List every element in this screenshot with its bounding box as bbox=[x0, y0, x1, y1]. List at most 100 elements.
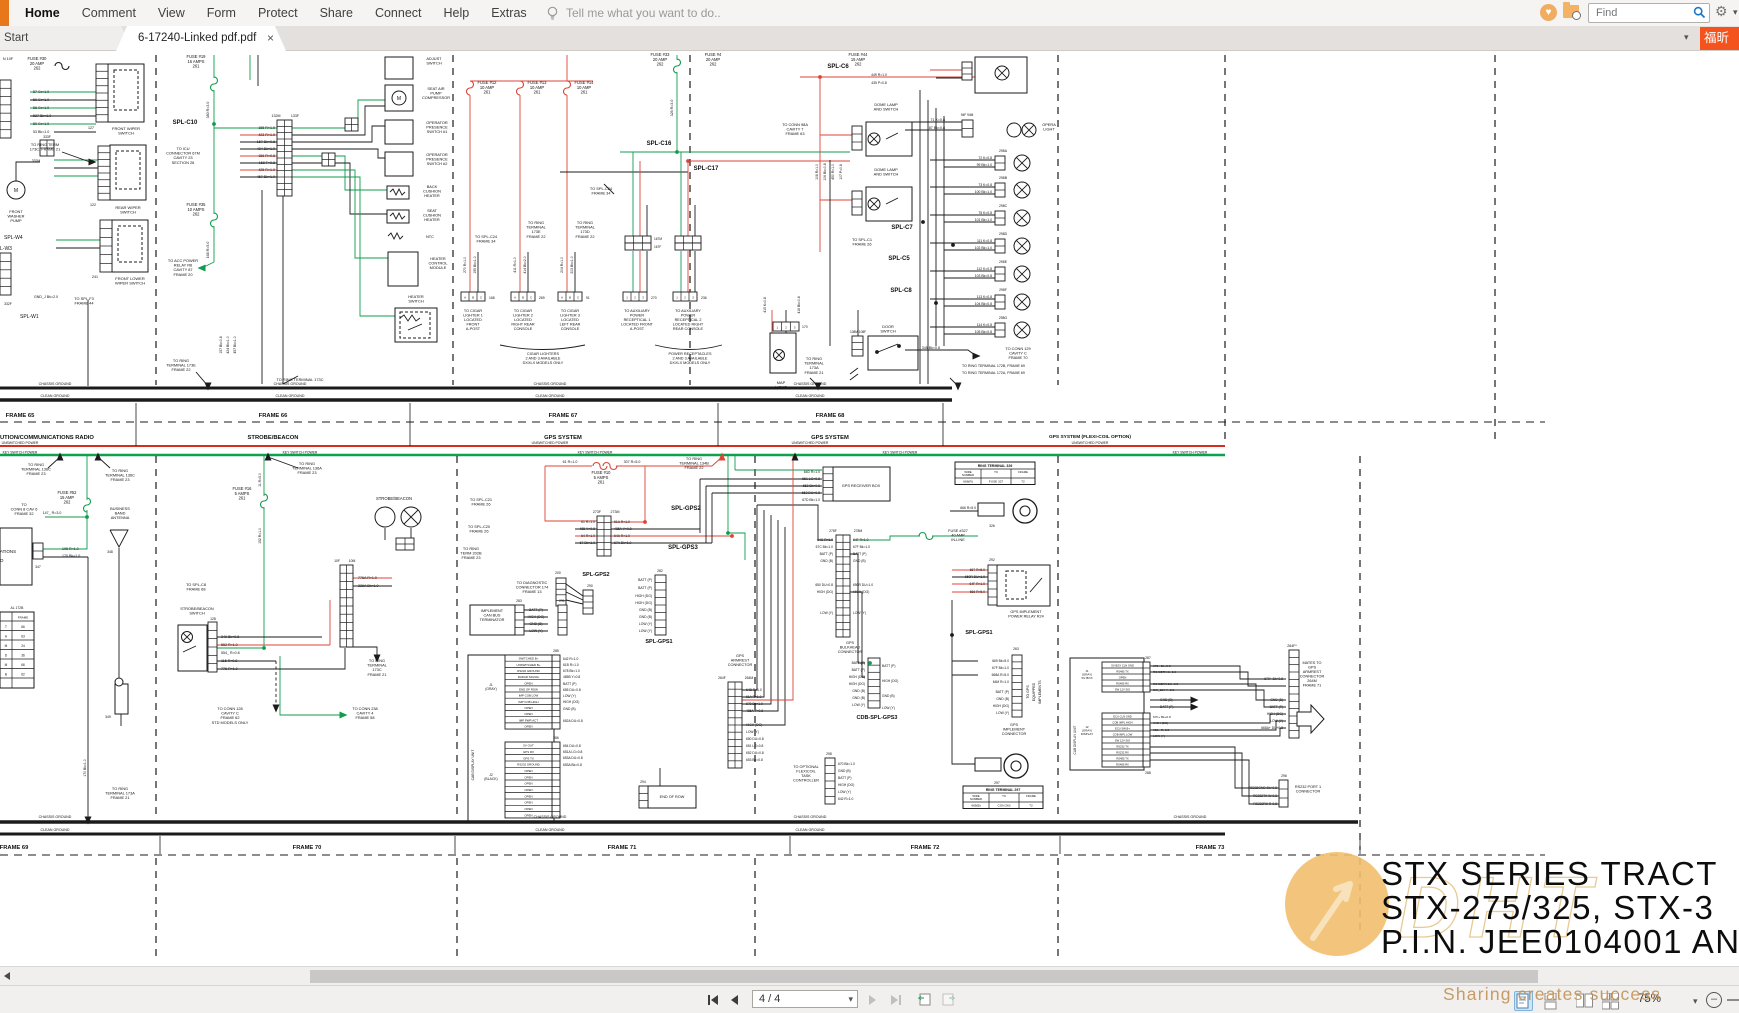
svg-text:RS232 TX: RS232 TX bbox=[1116, 745, 1129, 749]
close-tab-icon[interactable]: × bbox=[266, 31, 274, 45]
svg-text:666 R=5.0: 666 R=5.0 bbox=[960, 506, 976, 510]
svg-text:650R DU=1.0: 650R DU=1.0 bbox=[853, 583, 873, 587]
scroll-left-icon[interactable] bbox=[4, 972, 10, 980]
svg-text:288: 288 bbox=[1145, 771, 1151, 775]
page-number-combo[interactable]: 4 / 4 ▾ bbox=[752, 990, 858, 1008]
drawing-title-block: STX SERIES TRACT STX-275/325, STX-3 P.I.… bbox=[1381, 857, 1739, 959]
app-icon[interactable] bbox=[0, 0, 9, 26]
menu-item-help[interactable]: Help bbox=[443, 6, 470, 20]
page-combo-dropdown-icon[interactable]: ▾ bbox=[848, 994, 853, 1004]
svg-text:67 Bk=1.0: 67 Bk=1.0 bbox=[580, 541, 595, 545]
svg-text:GPS SYSTEM (FLEXI-COIL OPTION): GPS SYSTEM (FLEXI-COIL OPTION) bbox=[1049, 434, 1131, 440]
horizontal-scrollbar[interactable] bbox=[0, 966, 1739, 986]
svg-text:667 R=5.0: 667 R=5.0 bbox=[970, 568, 985, 572]
continuous-view-button[interactable] bbox=[1544, 992, 1559, 1010]
svg-text:132M: 132M bbox=[272, 114, 281, 118]
svg-text:278F: 278F bbox=[829, 529, 837, 533]
svg-text:67F Bk=1.0: 67F Bk=1.0 bbox=[992, 666, 1009, 670]
brand-badge[interactable]: 福昕 bbox=[1700, 27, 1739, 50]
svg-text:71 K=0.8: 71 K=0.8 bbox=[931, 118, 946, 122]
svg-text:BATT (P): BATT (P) bbox=[820, 552, 833, 556]
svg-text:104 Bk=0.8: 104 Bk=0.8 bbox=[975, 302, 992, 306]
svg-text:349: 349 bbox=[105, 715, 111, 719]
gear-dropdown-icon[interactable]: ▾ bbox=[1733, 7, 1738, 17]
svg-text:RS485TX Gr-0.8: RS485TX Gr-0.8 bbox=[1153, 670, 1176, 674]
continuous-facing-view-button[interactable] bbox=[1601, 992, 1619, 1010]
zoom-slider[interactable] bbox=[1727, 999, 1739, 1001]
svg-text:GND (B): GND (B) bbox=[1270, 698, 1283, 702]
search-icon[interactable] bbox=[1693, 6, 1706, 19]
svg-text:64A R=1.0: 64A R=1.0 bbox=[614, 534, 630, 538]
find-input[interactable] bbox=[1594, 5, 1690, 21]
svg-text:285: 285 bbox=[553, 649, 559, 653]
svg-text:527 Bk=1.0: 527 Bk=1.0 bbox=[33, 114, 51, 118]
facing-view-button[interactable] bbox=[1575, 993, 1593, 1009]
last-page-button[interactable] bbox=[891, 995, 901, 1005]
svg-text:CHASSIS GROUND: CHASSIS GROUND bbox=[794, 815, 827, 819]
tab-document[interactable]: 6-17240-Linked pdf.pdf × bbox=[116, 26, 286, 51]
svg-text:UNSWITCHED POWER: UNSWITCHED POWER bbox=[1072, 441, 1109, 445]
file-search-icon[interactable] bbox=[1563, 2, 1581, 20]
zoom-level[interactable]: 75% bbox=[1638, 993, 1662, 1005]
svg-text:FRAME 68: FRAME 68 bbox=[816, 413, 845, 419]
zoom-dropdown-icon[interactable]: ▾ bbox=[1693, 996, 1698, 1006]
svg-text:678 Bk=1.0: 678 Bk=1.0 bbox=[563, 669, 580, 673]
single-page-view-button[interactable] bbox=[1514, 991, 1533, 1011]
previous-page-button[interactable] bbox=[731, 995, 738, 1005]
previous-view-icon[interactable] bbox=[916, 992, 933, 1008]
svg-text:SPL-C5: SPL-C5 bbox=[888, 256, 910, 262]
assistant-prompt[interactable]: Tell me what you want to do.. bbox=[546, 0, 721, 26]
svg-text:147_ R=3.0: 147_ R=3.0 bbox=[43, 511, 62, 515]
menu-item-comment[interactable]: Comment bbox=[81, 6, 136, 20]
svg-text:100 Bk=1.0: 100 Bk=1.0 bbox=[975, 190, 992, 194]
svg-text:SPL-C16: SPL-C16 bbox=[647, 141, 672, 147]
svg-text:UTION/COMMUNICATIONS RADIO: UTION/COMMUNICATIONS RADIO bbox=[0, 435, 94, 441]
menu-item-share[interactable]: Share bbox=[319, 6, 353, 20]
tab-list-dropdown-icon[interactable]: ▾ bbox=[1684, 32, 1689, 42]
svg-text:ECU SW B+: ECU SW B+ bbox=[1115, 727, 1130, 731]
next-page-button[interactable] bbox=[869, 995, 876, 1005]
svg-text:155 R=1.0: 155 R=1.0 bbox=[258, 126, 275, 130]
svg-text:24: 24 bbox=[21, 644, 25, 648]
svg-text:OPEN: OPEN bbox=[524, 775, 532, 779]
svg-text:LOW (Y): LOW (Y) bbox=[639, 622, 652, 626]
menu-item-view[interactable]: View bbox=[157, 6, 185, 20]
menu-item-form[interactable]: Form bbox=[206, 6, 236, 20]
svg-text:BATT (P): BATT (P) bbox=[638, 578, 652, 582]
svg-text:ECU CLN GND: ECU CLN GND bbox=[1113, 715, 1132, 719]
first-page-button[interactable] bbox=[708, 995, 718, 1005]
svg-text:OPEN: OPEN bbox=[524, 794, 532, 798]
gear-icon[interactable]: ⚙ bbox=[1715, 3, 1728, 19]
zoom-out-icon[interactable]: – bbox=[1706, 992, 1722, 1008]
find-box[interactable] bbox=[1588, 3, 1710, 23]
scrollbar-thumb[interactable] bbox=[310, 970, 1538, 983]
menu-item-connect[interactable]: Connect bbox=[374, 6, 422, 20]
svg-text:286: 286 bbox=[553, 736, 559, 740]
menu-item-protect[interactable]: Protect bbox=[257, 6, 298, 20]
svg-text:64C R=1.0: 64C R=1.0 bbox=[817, 538, 833, 542]
favorites-heart-icon[interactable]: ♥ bbox=[1540, 4, 1557, 21]
tab-start[interactable]: Start bbox=[0, 26, 132, 50]
svg-text:OPEN: OPEN bbox=[524, 724, 532, 728]
svg-text:105 Bk=0.8: 105 Bk=0.8 bbox=[975, 330, 992, 334]
svg-text:282: 282 bbox=[657, 569, 663, 573]
svg-text:LOW (Y): LOW (Y) bbox=[746, 730, 759, 734]
svg-text:END OF ROW: END OF ROW bbox=[660, 795, 685, 799]
menu-item-extras[interactable]: Extras bbox=[491, 6, 527, 20]
menu-item-home[interactable]: Home bbox=[25, 6, 60, 20]
svg-text:RING TERMINAL 326: RING TERMINAL 326 bbox=[978, 464, 1013, 468]
next-view-icon[interactable] bbox=[940, 992, 957, 1008]
svg-text:RING TERMINAL 297: RING TERMINAL 297 bbox=[986, 788, 1021, 792]
svg-text:LOW (Y): LOW (Y) bbox=[639, 629, 652, 633]
